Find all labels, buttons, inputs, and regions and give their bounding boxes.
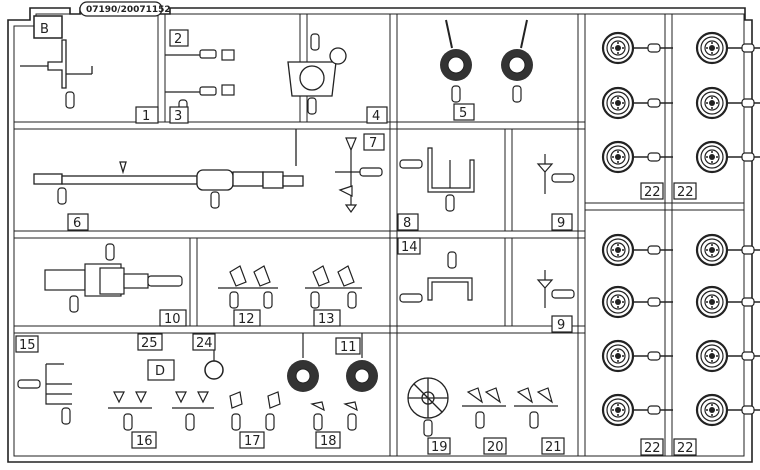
part-label-10: 10: [164, 312, 181, 327]
part-label-5: 5: [459, 106, 467, 121]
part-2-3: [165, 49, 235, 117]
part-8: [399, 147, 475, 212]
part-17-18: [229, 391, 358, 431]
part-1: [20, 39, 93, 109]
part-label-8: 8: [403, 216, 411, 231]
part-15: [17, 363, 72, 425]
part-11: [287, 333, 378, 392]
part-label-7: 7: [369, 136, 377, 151]
part-label-14: 14: [401, 240, 418, 255]
part-label-4: 4: [372, 109, 380, 124]
part-label-22-c: 22: [644, 441, 661, 456]
part-14: [399, 251, 473, 303]
road-wheels: [601, 31, 760, 427]
part-label-12: 12: [238, 312, 255, 327]
sprue-letter: B: [40, 22, 49, 37]
part-number-tags: [15, 29, 697, 456]
part-label-11: 11: [340, 340, 357, 355]
part-label-9-top: 9: [557, 216, 565, 231]
part-label-17: 17: [244, 434, 261, 449]
part-code-badge: 07190/20071152: [79, 1, 171, 17]
part-7: [335, 137, 383, 214]
part-label-9-bottom: 9: [557, 318, 565, 333]
part-label-15: 15: [19, 338, 36, 353]
part-10: [44, 243, 183, 313]
part-label-18: 18: [320, 434, 337, 449]
part-20-21: [462, 387, 558, 429]
part-number-labels: 1 2 3 4 5 6 7 8 9 9 10 11 12 13 14 15 16…: [19, 32, 694, 456]
part-4: [287, 33, 347, 115]
part-label-19: 19: [431, 440, 448, 455]
part-label-22-a: 22: [644, 185, 661, 200]
part-label-20: 20: [487, 440, 504, 455]
part-label-1: 1: [142, 109, 150, 124]
part-code: 07190/20071152: [86, 5, 171, 15]
part-9-bottom: [536, 270, 575, 308]
part-9-top: [536, 154, 575, 194]
sprue-letter-badge: B: [33, 15, 63, 39]
part-label-22-d: 22: [677, 441, 694, 456]
part-16: [108, 391, 214, 431]
part-label-22-b: 22: [677, 185, 694, 200]
part-label-2: 2: [174, 32, 182, 47]
part-label-13: 13: [318, 312, 335, 327]
part-19: [407, 377, 449, 437]
part-label-3: 3: [174, 109, 182, 124]
part-6: [33, 129, 304, 209]
part-label-24: 24: [196, 336, 213, 351]
sprue-runners: [14, 14, 744, 456]
part-5: [440, 19, 533, 103]
part-label-25: 25: [141, 336, 158, 351]
decal-letter: D: [155, 364, 165, 379]
part-label-21: 21: [545, 440, 562, 455]
part-label-6: 6: [73, 216, 81, 231]
part-12-13: [218, 265, 362, 309]
part-24: [204, 350, 224, 380]
decal-d: D: [147, 359, 175, 381]
part-label-16: 16: [136, 434, 153, 449]
